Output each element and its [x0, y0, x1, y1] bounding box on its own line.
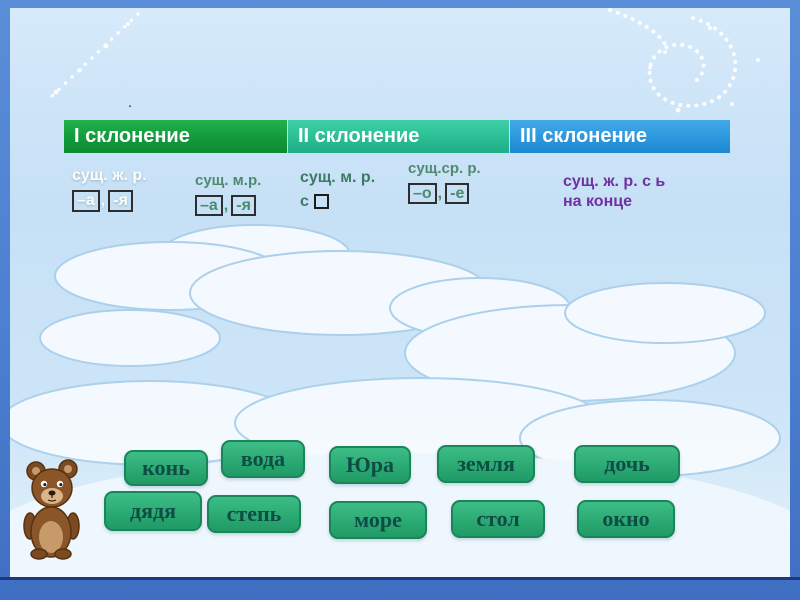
- zero-ending-box-icon: [313, 194, 329, 210]
- word-label: Юра: [345, 452, 394, 477]
- slide-background: . I склонение II склонение III склонение…: [10, 8, 790, 578]
- word-card[interactable]: степь: [207, 495, 301, 533]
- note-endings: с: [300, 192, 375, 212]
- clouds: [10, 224, 781, 477]
- note-masculine-1decl: сущ. м.р. –а,-я: [195, 172, 262, 217]
- sparkle-swirl-icon: [608, 8, 738, 108]
- word-label: вода: [240, 446, 286, 471]
- sparkle-dots: [53, 22, 760, 128]
- note-neuter-2decl: сущ.ср. р. –о,-е: [408, 160, 481, 205]
- word-card[interactable]: вода: [221, 440, 305, 478]
- word-card[interactable]: Юра: [329, 446, 411, 484]
- note-title: сущ.ср. р.: [408, 160, 481, 177]
- stray-dot: .: [128, 94, 133, 111]
- ending-box: –а: [72, 190, 100, 212]
- note-feminine-3decl: сущ. ж. р. с ь на конце: [563, 172, 665, 212]
- separator: ,: [223, 196, 229, 214]
- note-title: сущ. м. р.: [300, 169, 376, 186]
- word-card[interactable]: дядя: [104, 491, 202, 531]
- separator: ,: [100, 192, 106, 209]
- note-masculine-2decl: сущ. м. р. с: [300, 168, 375, 212]
- header-declension-3: III склонение: [509, 120, 730, 153]
- header-declension-2: II склонение: [287, 120, 509, 153]
- header-label: III склонение: [520, 125, 647, 147]
- ending-box: -я: [108, 190, 133, 212]
- note-text: с: [300, 193, 309, 210]
- ending-box: –а: [195, 194, 223, 217]
- word-label: дядя: [129, 498, 177, 523]
- note-line1: сущ. ж. р. с ь: [563, 173, 666, 190]
- ending-box: -е: [445, 182, 470, 205]
- word-card[interactable]: дочь: [574, 445, 680, 483]
- word-card[interactable]: земля: [437, 445, 535, 483]
- word-card[interactable]: стол: [451, 500, 545, 538]
- word-card[interactable]: море: [329, 501, 427, 539]
- word-label: дочь: [604, 451, 650, 476]
- note-endings: –о,-е: [408, 182, 481, 205]
- note-line2: на конце: [563, 193, 632, 210]
- word-card[interactable]: окно: [577, 500, 675, 538]
- note-endings: –а,-я: [72, 190, 147, 212]
- note-endings: –а,-я: [195, 194, 261, 217]
- header-label: II склонение: [298, 125, 420, 147]
- note-title: сущ. м.р.: [195, 172, 262, 189]
- ending-box: –о: [408, 182, 437, 205]
- word-label: окно: [602, 506, 650, 531]
- sky-decoration: [10, 8, 790, 578]
- word-label: конь: [142, 455, 190, 480]
- word-label: море: [354, 507, 402, 532]
- word-label: степь: [226, 501, 282, 526]
- note-feminine-1decl: сущ. ж. р. –а,-я: [72, 166, 147, 212]
- separator: ,: [437, 184, 443, 202]
- word-label: стол: [476, 506, 520, 531]
- note-title: сущ. ж. р.: [72, 167, 147, 184]
- teddy-bear-icon: [23, 459, 80, 560]
- frame-bottom-line: [0, 577, 800, 580]
- header-label: I склонение: [74, 125, 190, 147]
- sparkle-trail-icon: [50, 12, 140, 98]
- word-label: земля: [457, 451, 515, 476]
- ending-box: -я: [231, 194, 256, 217]
- header-declension-1: I склонение: [64, 120, 287, 153]
- word-card[interactable]: конь: [124, 450, 208, 486]
